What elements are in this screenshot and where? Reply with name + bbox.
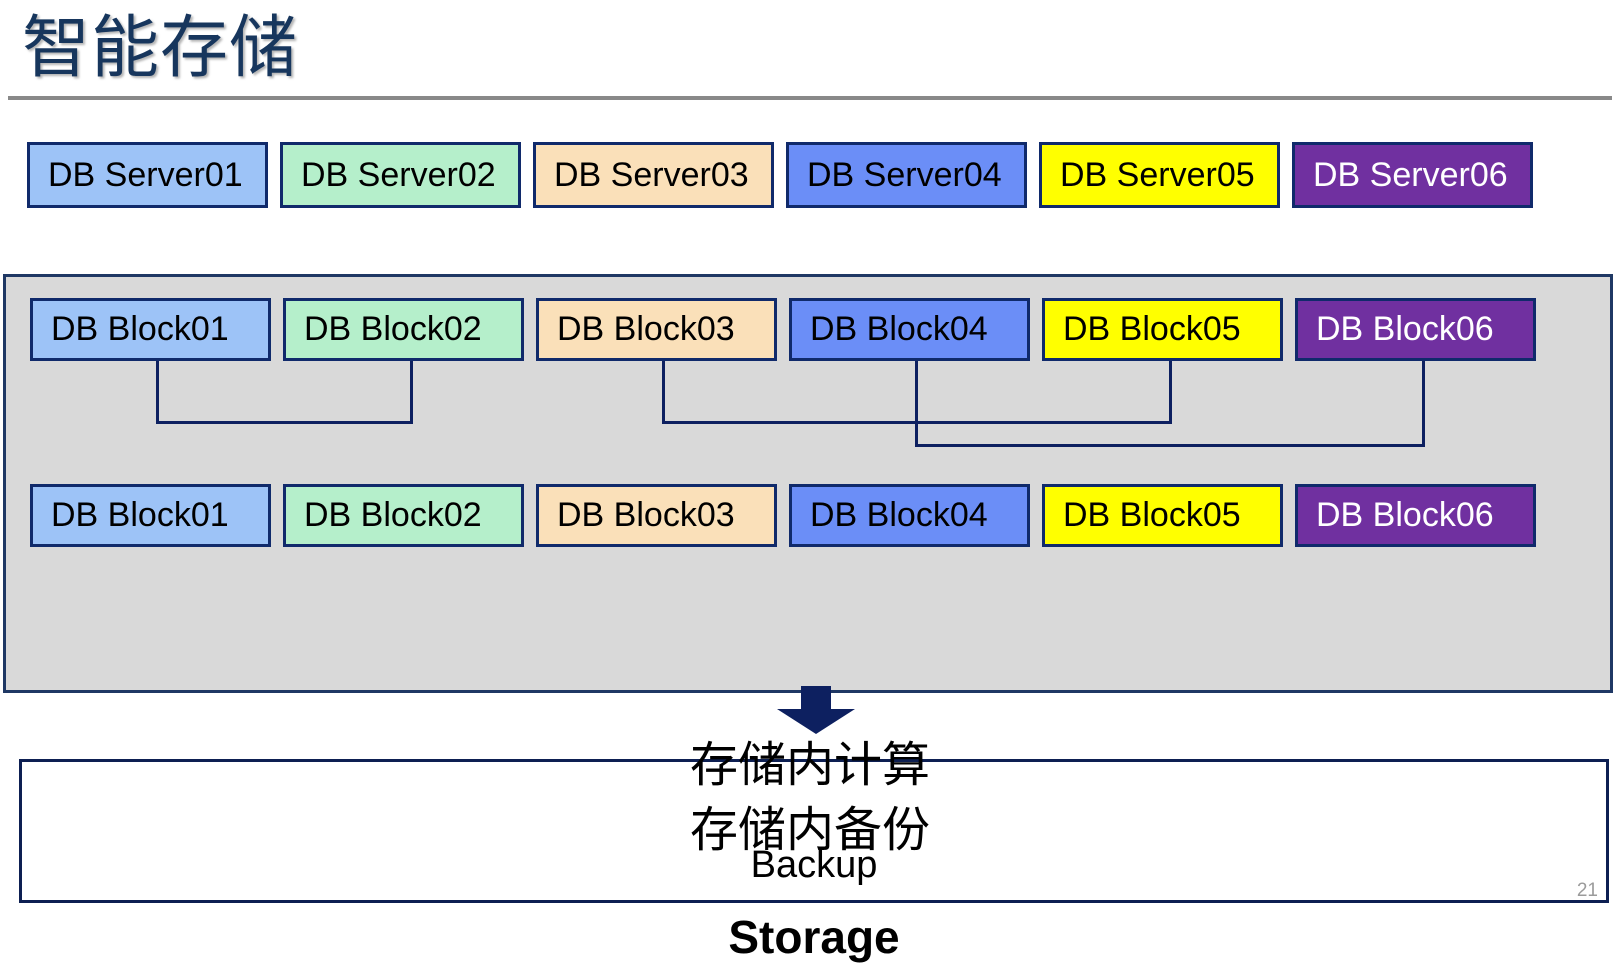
- connector-block06-down: [1422, 361, 1425, 447]
- db-block-backup-01[interactable]: DB Block01: [30, 484, 271, 547]
- db-server-label: DB Server03: [554, 155, 749, 194]
- connector-block01-block02: [156, 421, 413, 424]
- storage-panel: DB Block01 DB Block02 DB Block03 DB Block04…: [3, 274, 1613, 963]
- replication-down-arrow-icon: [763, 686, 869, 734]
- db-server-03[interactable]: DB Server03: [533, 142, 774, 208]
- db-block-backup-label: DB Block01: [51, 496, 229, 534]
- db-block-backup-label: DB Block05: [1063, 496, 1241, 534]
- backup-label: Backup: [750, 844, 878, 886]
- db-server-label: DB Server05: [1060, 155, 1255, 194]
- db-block-primary-01[interactable]: DB Block01: [30, 298, 271, 361]
- db-block-primary-02[interactable]: DB Block02: [283, 298, 524, 361]
- db-block-primary-05[interactable]: DB Block05: [1042, 298, 1283, 361]
- db-server-label: DB Server01: [48, 155, 243, 194]
- db-server-06[interactable]: DB Server06: [1292, 142, 1533, 208]
- db-block-backup-label: DB Block06: [1316, 496, 1494, 534]
- db-block-backup-label: DB Block02: [304, 496, 482, 534]
- storage-label: Storage: [728, 911, 900, 963]
- connector-block02-down: [410, 361, 413, 424]
- db-block-primary-label: DB Block05: [1063, 310, 1241, 348]
- db-server-02[interactable]: DB Server02: [280, 142, 521, 208]
- connector-block03-down: [662, 361, 665, 424]
- caption-line-2: 存储内备份: [689, 804, 930, 857]
- db-block-primary-label: DB Block01: [51, 310, 229, 348]
- caption-line-1: 存储内计算: [689, 739, 930, 792]
- db-block-primary-06[interactable]: DB Block06: [1295, 298, 1536, 361]
- db-server-label: DB Server06: [1313, 155, 1508, 194]
- db-block-backup-label: DB Block04: [810, 496, 988, 534]
- title-divider: [8, 96, 1612, 100]
- db-server-05[interactable]: DB Server05: [1039, 142, 1280, 208]
- db-block-backup-05[interactable]: DB Block05: [1042, 484, 1283, 547]
- db-block-primary-label: DB Block03: [557, 310, 735, 348]
- db-block-backup-03[interactable]: DB Block03: [536, 484, 777, 547]
- connector-block05-down: [1169, 361, 1172, 424]
- db-block-backup-06[interactable]: DB Block06: [1295, 484, 1536, 547]
- db-block-primary-03[interactable]: DB Block03: [536, 298, 777, 361]
- db-server-01[interactable]: DB Server01: [27, 142, 268, 208]
- db-block-primary-label: DB Block04: [810, 310, 988, 348]
- page-number: 21: [1576, 880, 1598, 901]
- db-block-backup-02[interactable]: DB Block02: [283, 484, 524, 547]
- db-block-primary-label: DB Block06: [1316, 310, 1494, 348]
- connector-block04-down: [915, 361, 918, 447]
- page-title: 智能存储: [22, 10, 299, 86]
- db-block-primary-04[interactable]: DB Block04: [789, 298, 1030, 361]
- db-block-primary-label: DB Block02: [304, 310, 482, 348]
- db-server-label: DB Server04: [807, 155, 1002, 194]
- connector-block04-block06: [915, 444, 1425, 447]
- db-server-04[interactable]: DB Server04: [786, 142, 1027, 208]
- connector-block01-down: [156, 361, 159, 424]
- db-server-label: DB Server02: [301, 155, 496, 194]
- db-block-backup-04[interactable]: DB Block04: [789, 484, 1030, 547]
- db-block-backup-label: DB Block03: [557, 496, 735, 534]
- backup-container: [19, 759, 1609, 903]
